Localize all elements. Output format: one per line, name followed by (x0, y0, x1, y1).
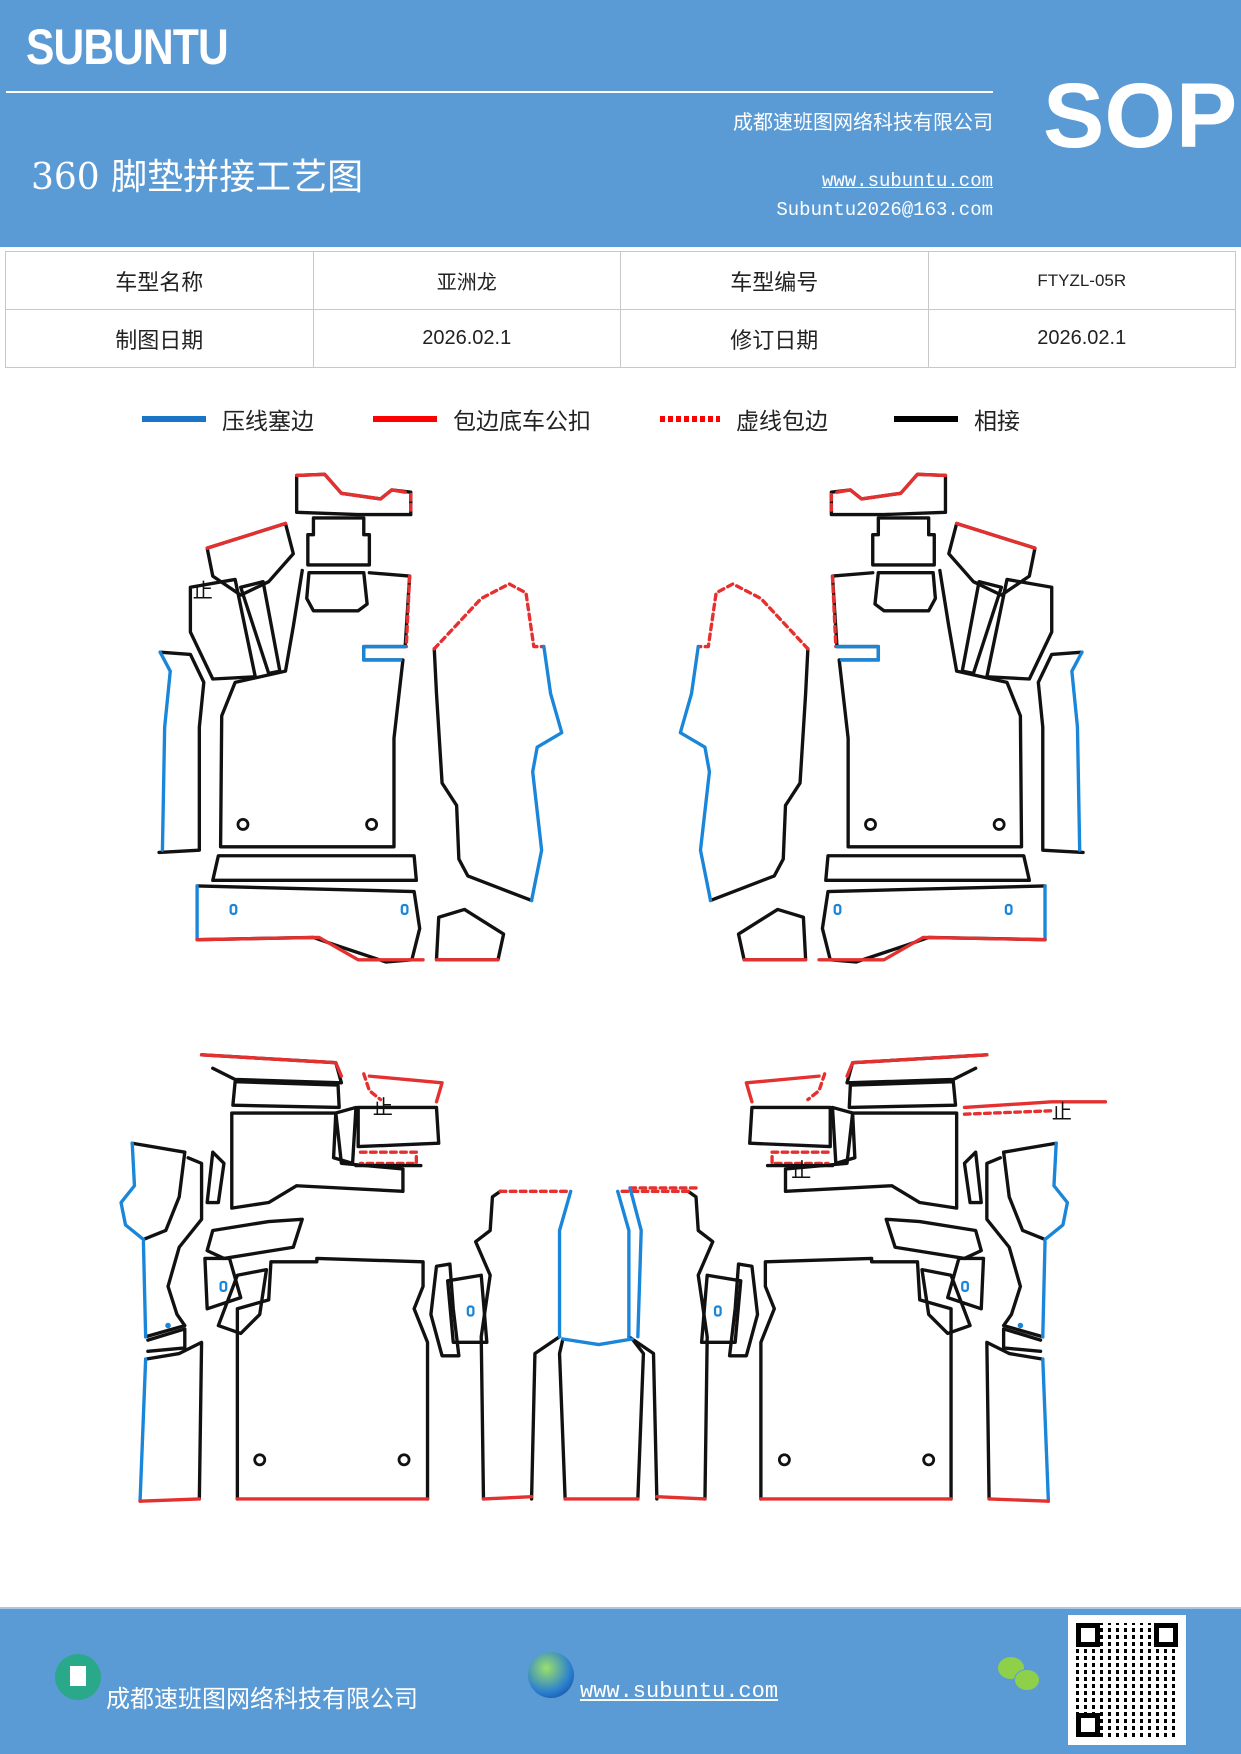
front-left-mat-set (157, 472, 564, 964)
rear-right-mat-set (616, 1053, 1070, 1503)
footer-website-link[interactable]: www.subuntu.com (580, 1679, 779, 1704)
legend-label: 包边底车公扣 (453, 409, 591, 435)
globe-icon (528, 1652, 574, 1698)
footer-company: 成都速班图网络科技有限公司 (106, 1685, 418, 1713)
stop-mark: 止 (193, 578, 213, 602)
wechat-icon (998, 1657, 1042, 1697)
website-link[interactable]: www.subuntu.com (821, 170, 993, 192)
center-tunnel-piece (557, 1100, 1108, 1501)
value-draw-date: 2026.02.1 (312, 309, 621, 368)
value-model-name: 亚洲龙 (312, 251, 621, 310)
table-row: 车型名称 亚洲龙 车型编号 FTYZL-05R (5, 251, 1236, 310)
building-icon (55, 1654, 101, 1700)
legend-swatch-red (373, 416, 437, 422)
page-title: 360 脚垫拼接工艺图 (31, 157, 364, 198)
legend: 压线塞边 包边底车公扣 虚线包边 相接 (0, 402, 1241, 438)
brand-logo: SUBUNTU (26, 19, 229, 75)
label-model-code: 车型编号 (620, 251, 929, 310)
label-revise-date: 修订日期 (620, 309, 929, 368)
value-model-code: FTYZL-05R (927, 251, 1236, 310)
stop-mark: 止 (791, 1158, 811, 1182)
label-model-name: 车型名称 (5, 251, 314, 310)
front-right-mat-set (678, 472, 1085, 964)
header-company: 成都速班图网络科技有限公司 (733, 110, 993, 134)
sop-label: SOP (1043, 65, 1238, 167)
stop-mark: 止 (1052, 1100, 1072, 1124)
value-revise-date: 2026.02.1 (927, 309, 1236, 368)
info-table: 车型名称 亚洲龙 车型编号 FTYZL-05R 制图日期 2026.02.1 修… (5, 251, 1236, 368)
legend-label: 相接 (974, 409, 1020, 435)
table-row: 制图日期 2026.02.1 修订日期 2026.02.1 (5, 309, 1236, 368)
legend-item: 包边底车公扣 (373, 402, 591, 436)
legend-item: 虚线包边 (660, 402, 828, 436)
legend-item: 相接 (894, 402, 1020, 436)
header-divider (6, 91, 993, 93)
legend-label: 压线塞边 (222, 409, 314, 435)
email: Subuntu2026@163.com (776, 199, 993, 221)
stop-mark: 止 (373, 1095, 393, 1119)
rear-left-mat-set (119, 1053, 573, 1503)
qr-code (1068, 1615, 1186, 1745)
legend-swatch-black (894, 416, 958, 422)
legend-item: 压线塞边 (142, 402, 314, 436)
legend-swatch-blue (142, 416, 206, 422)
label-draw-date: 制图日期 (5, 309, 314, 368)
legend-label: 虚线包边 (736, 409, 828, 435)
header: SUBUNTU 成都速班图网络科技有限公司 SOP 360 脚垫拼接工艺图 ww… (0, 0, 1241, 247)
legend-swatch-dashed (660, 416, 720, 422)
footer: 成都速班图网络科技有限公司 www.subuntu.com (0, 1607, 1241, 1754)
